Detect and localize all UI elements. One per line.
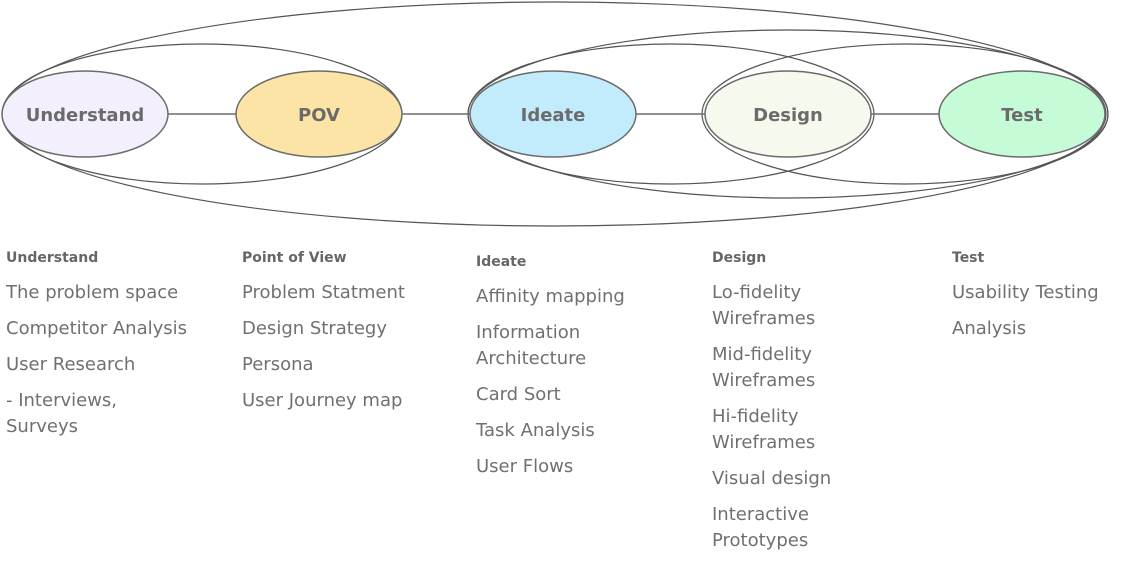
node-ideate-label: Ideate xyxy=(521,105,586,126)
node-pov: POV xyxy=(235,70,403,158)
column-design-title: Design xyxy=(712,250,767,266)
column-design-item: Hi-fidelity Wireframes xyxy=(712,406,816,453)
column-test: Test Usability Testing Analysis xyxy=(952,248,1142,352)
column-pov-item: Problem Statment xyxy=(242,282,405,303)
column-ideate-item: Affinity mapping xyxy=(476,286,625,307)
column-pov: Point of View Problem Statment Design St… xyxy=(242,248,452,424)
column-ideate-item: Task Analysis xyxy=(476,420,595,441)
node-understand: Understand xyxy=(1,70,169,158)
column-design-item: Lo-fidelity Wireframes xyxy=(712,282,816,329)
node-pov-shape xyxy=(235,70,403,158)
column-ideate-item: Information Architecture xyxy=(476,322,587,369)
column-understand-item: Competitor Analysis xyxy=(6,318,188,339)
node-test-shape xyxy=(938,70,1106,158)
column-test-title: Test xyxy=(952,250,985,266)
column-design-item: Mid-fidelity Wireframes xyxy=(712,344,816,391)
column-ideate-item: Card Sort xyxy=(476,384,561,405)
column-pov-item: Design Strategy xyxy=(242,318,387,339)
node-understand-label: Understand xyxy=(26,105,145,126)
column-understand-item: The problem space xyxy=(6,282,179,303)
node-design-label: Design xyxy=(753,105,823,126)
node-test: Test xyxy=(938,70,1106,158)
node-test-label: Test xyxy=(1001,105,1043,126)
column-ideate-item: User Flows xyxy=(476,456,574,477)
node-ideate-shape xyxy=(469,70,637,158)
column-test-item: Usability Testing xyxy=(952,282,1099,303)
process-diagram: Understand POV Ideate Design Test xyxy=(1,1,1109,227)
column-test-item: Analysis xyxy=(952,318,1027,339)
node-ideate: Ideate xyxy=(469,70,637,158)
node-understand-shape xyxy=(1,70,169,158)
column-pov-title: Point of View xyxy=(242,250,347,266)
column-understand: Understand The problem space Competitor … xyxy=(6,248,216,450)
column-ideate: Ideate Affinity mapping Information Arch… xyxy=(476,252,686,490)
column-design-item: Visual design xyxy=(712,468,832,489)
column-understand-item: User Research xyxy=(6,354,136,375)
column-understand-title: Understand xyxy=(6,250,99,266)
column-understand-item: - Interviews, Surveys xyxy=(6,390,118,437)
node-design-shape xyxy=(704,70,872,158)
node-design: Design xyxy=(704,70,872,158)
column-design-item: Interactive Prototypes xyxy=(712,504,809,551)
column-pov-item: Persona xyxy=(242,354,314,375)
column-ideate-title: Ideate xyxy=(476,254,527,270)
node-pov-label: POV xyxy=(298,105,340,126)
column-design: Design Lo-fidelity Wireframes Mid-fideli… xyxy=(712,248,912,564)
column-pov-item: User Journey map xyxy=(242,390,403,411)
